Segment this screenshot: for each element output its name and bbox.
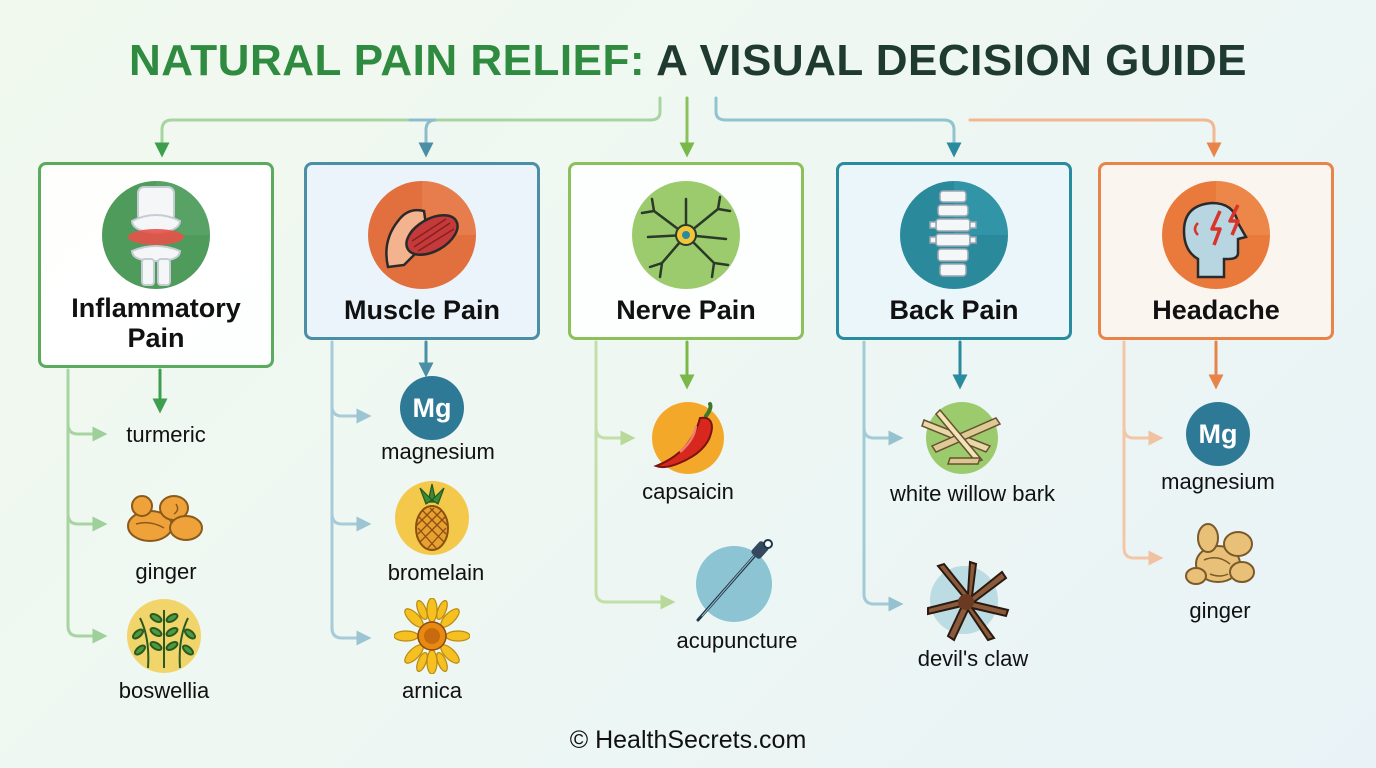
remedy-devils-claw[interactable]: devil's claw	[917, 646, 1029, 671]
ginger-root-icon	[127, 495, 203, 542]
title-part-2: A VISUAL DECISION GUIDE	[656, 36, 1247, 85]
category-label: Inflammatory Pain	[71, 293, 241, 353]
pineapple-icon	[395, 481, 469, 555]
remedy-turmeric[interactable]: turmeric	[126, 422, 206, 447]
remedy-ginger[interactable]: ginger	[135, 559, 197, 584]
title-part-1: NATURAL PAIN RELIEF:	[129, 36, 645, 85]
neuron-icon	[632, 181, 740, 289]
category-label: Back Pain	[889, 295, 1019, 325]
remedy-bromelain[interactable]: bromelain	[387, 560, 485, 585]
spine-icon	[900, 181, 1008, 289]
boswellia-plant-icon	[127, 599, 201, 673]
ginger-root-icon	[1185, 523, 1255, 585]
magnesium-icon: Mg	[1186, 402, 1250, 466]
remedy-magnesium[interactable]: magnesium	[381, 439, 495, 464]
devils-claw-root-icon	[927, 560, 1010, 642]
arnica-flower-icon	[394, 598, 470, 674]
muscle-icon	[368, 181, 476, 289]
remedy-white-willow-bark[interactable]: white willow bark	[890, 481, 1056, 506]
category-card-nerve-pain[interactable]: Nerve Pain	[568, 162, 804, 340]
category-card-back-pain[interactable]: Back Pain	[836, 162, 1072, 340]
willow-bark-icon	[921, 402, 1002, 474]
remedy-magnesium[interactable]: magnesium	[1161, 469, 1275, 494]
footer-copyright[interactable]: © HealthSecrets.com	[569, 726, 807, 754]
category-label: Nerve Pain	[616, 295, 756, 325]
page-title: NATURAL PAIN RELIEF: A VISUAL DECISION G…	[0, 36, 1376, 86]
category-card-headache[interactable]: Headache	[1098, 162, 1334, 340]
joint-icon	[102, 181, 210, 289]
remedy-acupuncture[interactable]: acupuncture	[676, 628, 798, 653]
chili-pepper-icon	[652, 402, 724, 474]
head-lightning-icon	[1162, 181, 1270, 289]
remedy-capsaicin[interactable]: capsaicin	[642, 479, 734, 504]
category-label: Muscle Pain	[343, 295, 501, 325]
acupuncture-needle-icon	[696, 539, 773, 622]
category-label: Headache	[1152, 295, 1280, 325]
remedy-ginger[interactable]: ginger	[1189, 598, 1251, 623]
category-card-inflammatory-pain[interactable]: Inflammatory Pain	[38, 162, 274, 368]
remedy-arnica[interactable]: arnica	[402, 678, 462, 703]
remedy-boswellia[interactable]: boswellia	[118, 678, 210, 703]
category-card-muscle-pain[interactable]: Muscle Pain	[304, 162, 540, 340]
magnesium-icon: Mg	[400, 376, 464, 440]
